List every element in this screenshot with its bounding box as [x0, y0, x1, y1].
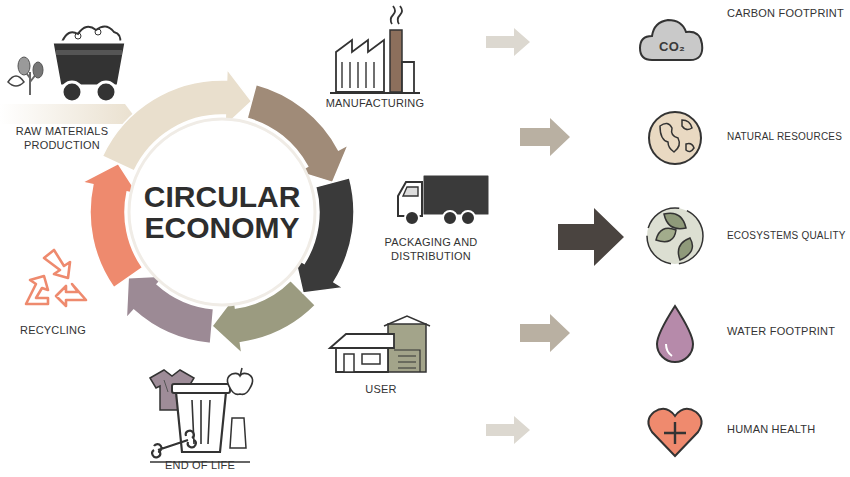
leaves-icon-part — [647, 208, 703, 264]
mining-cart-icon-part — [33, 62, 43, 78]
impact-label: WATER FOOTPRINT — [727, 325, 835, 339]
house-icon-part — [344, 354, 354, 372]
mining-cart-icon-part — [96, 82, 116, 102]
waste-icon-part — [192, 400, 210, 444]
mining-cart-icon-part — [8, 76, 24, 86]
waste-icon — [150, 368, 253, 462]
impact-label: HUMAN HEALTH — [727, 423, 815, 437]
cycle-ring — [82, 69, 354, 354]
stage-label: USER — [351, 383, 411, 397]
stage-label: PACKAGING AND DISTRIBUTION — [376, 236, 486, 264]
factory-icon-part — [336, 40, 384, 92]
impact-arrows-part — [558, 208, 624, 266]
heart-icon-part — [648, 409, 701, 456]
impact-arrows-part — [520, 118, 570, 156]
house-icon-part — [384, 316, 430, 326]
waste-icon-part — [230, 418, 246, 448]
stage-label: RAW MATERIALS PRODUCTION — [7, 125, 117, 153]
truck-icon-part — [403, 187, 418, 196]
stage-label: RECYCLING — [8, 324, 98, 338]
impact-arrows-part — [520, 314, 570, 352]
leaves-icon-part — [664, 213, 686, 228]
leaves-icon-part — [656, 228, 676, 241]
impact-label: CARBON FOOTPRINT — [727, 7, 844, 21]
heart-icon — [648, 409, 701, 456]
factory-icon-part — [390, 30, 402, 92]
house-icon-part — [336, 346, 388, 372]
leaves-icon — [647, 208, 703, 264]
drop-icon-part — [666, 344, 672, 356]
truck-icon-part — [422, 174, 490, 216]
recycle-icon-part — [56, 284, 86, 306]
factory-icon-part — [342, 62, 374, 88]
truck-icon-part — [443, 211, 457, 225]
factory-icon-part — [402, 62, 414, 92]
recycle-icon-part — [26, 276, 48, 304]
drop-icon-part — [657, 306, 693, 362]
center-title: CIRCULAR ECONOMY — [144, 181, 300, 244]
circle-fill — [131, 121, 313, 303]
cloud-icon — [640, 20, 702, 60]
impact-arrows-part — [486, 28, 530, 56]
factory-icon-part — [391, 6, 402, 24]
mining-cart-icon-part — [95, 29, 101, 35]
recycle-icon — [26, 250, 86, 306]
globe-icon-part — [660, 120, 694, 152]
mining-cart-icon-part — [62, 82, 82, 102]
truck-icon-part — [405, 211, 419, 225]
waste-icon-part — [176, 392, 226, 452]
waste-icon-part — [172, 384, 230, 393]
house-icon — [330, 316, 430, 372]
center-circle: CIRCULAR ECONOMY — [130, 120, 314, 304]
leaves-icon-part — [678, 238, 692, 260]
impact-label: NATURAL RESOURCES — [727, 131, 842, 144]
drop-icon — [657, 306, 693, 362]
stage-label: MANUFACTURING — [315, 97, 435, 111]
globe-icon — [649, 112, 701, 164]
icon-text: CO₂ — [652, 39, 692, 55]
waste-icon-part — [152, 431, 196, 458]
truck-icon — [398, 174, 490, 225]
mining-cart-icon-part — [52, 42, 126, 86]
mining-cart-icon-part — [75, 33, 81, 39]
impact-arrows — [486, 28, 624, 444]
recycle-icon-part — [44, 250, 70, 278]
impact-arrows-part — [486, 416, 530, 444]
house-icon-part — [330, 334, 394, 348]
heart-icon-part — [664, 422, 686, 444]
cloud-icon-part — [640, 20, 702, 60]
factory-icon-part — [330, 92, 420, 94]
mining-cart-icon-part — [18, 57, 30, 75]
globe-icon-part — [649, 112, 701, 164]
waste-icon-part — [227, 373, 252, 394]
impact-label: ECOSYSTEMS QUALITY — [727, 230, 846, 243]
house-icon-part — [362, 354, 380, 364]
mining-cart-icon — [8, 26, 126, 102]
stage-label: END OF LIFE — [150, 459, 250, 473]
factory-icon — [330, 6, 420, 93]
input-band — [0, 104, 140, 124]
center-disc — [129, 119, 315, 305]
truck-icon-part — [461, 211, 475, 225]
mining-cart-icon-part — [56, 50, 122, 55]
house-icon-part — [394, 350, 420, 372]
waste-icon-part — [240, 368, 242, 376]
